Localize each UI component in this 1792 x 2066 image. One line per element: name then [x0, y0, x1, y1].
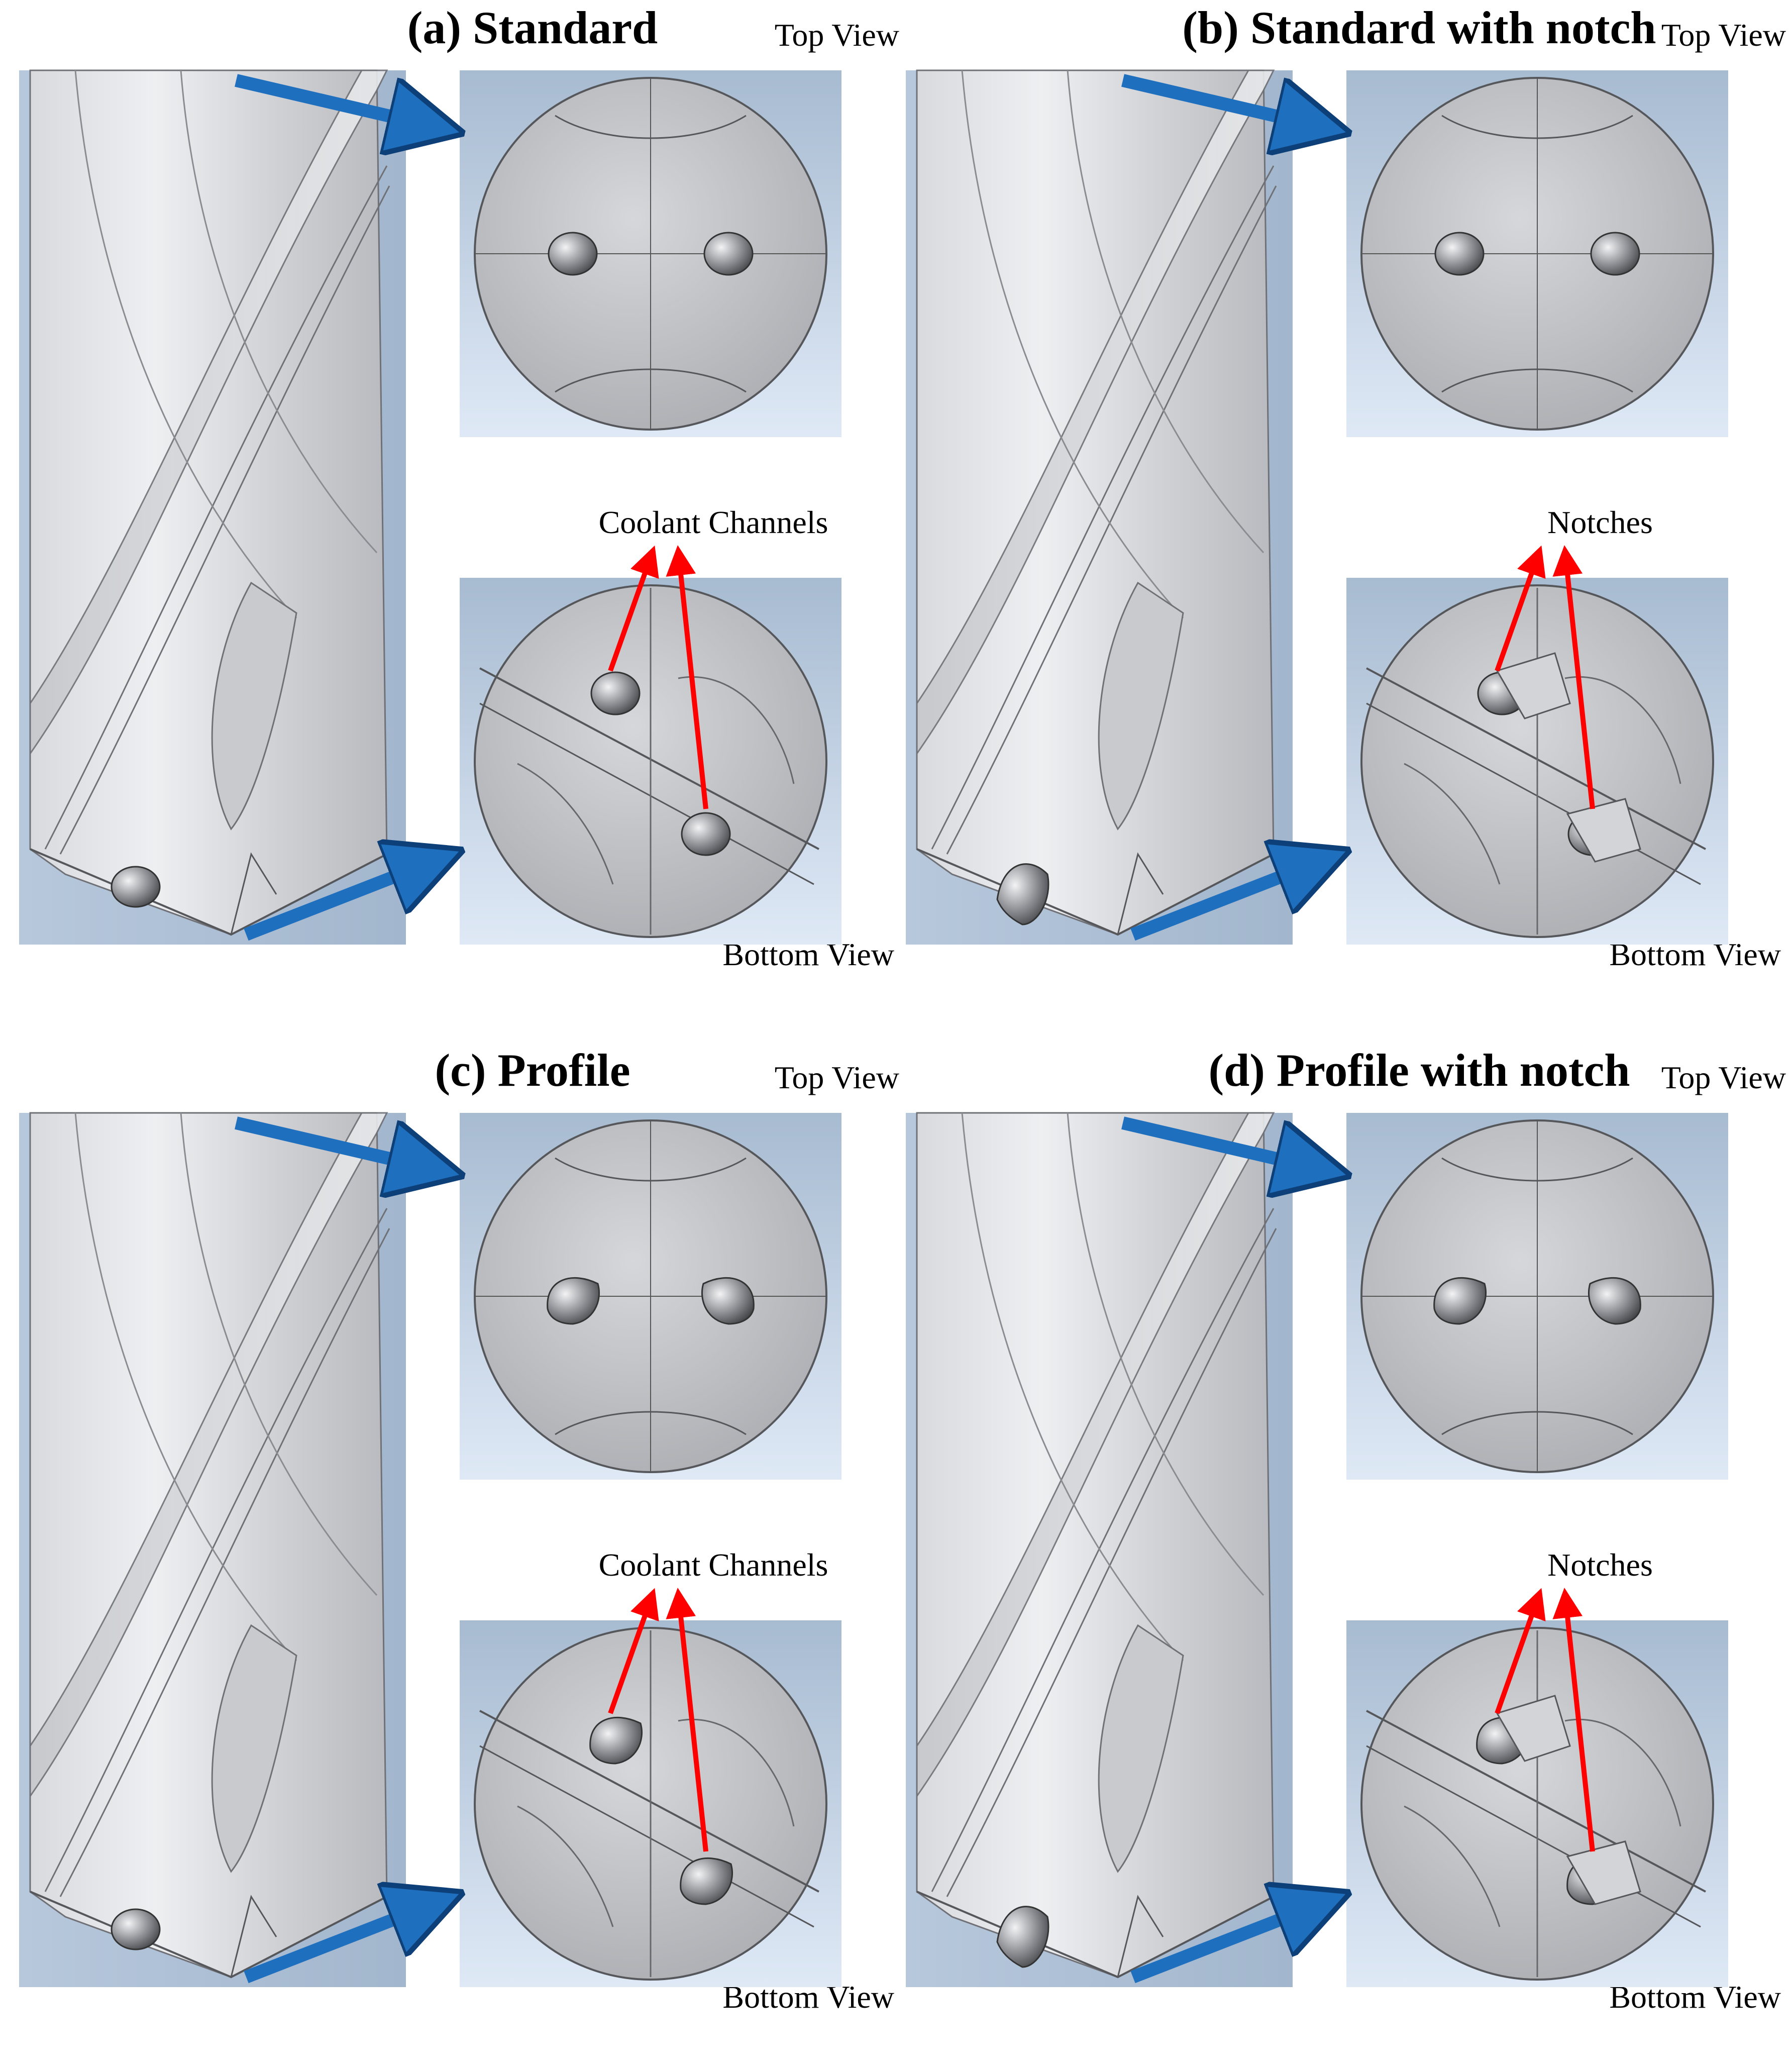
top-view-channels [1433, 1277, 1641, 1325]
drill-side-view [906, 1112, 1293, 1987]
red-callout-arrows [608, 545, 708, 809]
top-view-label: Top View [774, 1060, 899, 1095]
callout-label: Coolant Channels [598, 504, 828, 540]
panel-title: (a) Standard [407, 2, 658, 53]
callout-label: Notches [1547, 504, 1653, 540]
drill-illustration [906, 69, 1728, 945]
bottom-view [460, 578, 841, 945]
top-view-label: Top View [1661, 17, 1786, 53]
top-view [460, 70, 841, 437]
top-view-channels [547, 1277, 755, 1325]
bottom-view-channels [589, 1716, 733, 1905]
top-view-channels [1434, 232, 1640, 276]
bottom-view [1346, 578, 1728, 945]
bottom-feature [111, 1908, 161, 1950]
red-callout-arrows [608, 1588, 708, 1852]
bottom-view [1346, 1620, 1728, 1987]
bottom-view [460, 1620, 841, 1987]
top-view [1346, 70, 1728, 437]
bottom-feature [111, 866, 161, 908]
panel-title: (d) Profile with notch [1208, 1045, 1630, 1096]
top-view [1346, 1113, 1728, 1480]
top-view-label: Top View [774, 17, 899, 53]
panel-d: (d) Profile with notch Top View Notches … [902, 1043, 1786, 2062]
panel-a: (a) Standard Top View Coolant Channels B… [15, 0, 899, 1020]
panel-title: (c) Profile [435, 1045, 630, 1096]
bottom-feature [996, 1906, 1049, 1968]
bottom-view-notches [1496, 1695, 1641, 1905]
callout-label: Coolant Channels [598, 1547, 828, 1583]
drill-side-view [906, 69, 1293, 945]
panel-b: (b) Standard with notch Top View Notches… [902, 0, 1786, 1020]
drill-side-view [19, 69, 406, 945]
red-callout-arrows [1495, 1588, 1595, 1852]
callout-label: Notches [1547, 1547, 1653, 1583]
panel-c: (c) Profile Top View Coolant Channels Bo… [15, 1043, 899, 2062]
top-view-label: Top View [1661, 1060, 1786, 1095]
bottom-feature [996, 863, 1049, 925]
blue-arrows [235, 1116, 452, 1984]
blue-arrows [235, 74, 452, 941]
drill-illustration [19, 69, 841, 945]
drill-illustration [906, 1112, 1728, 1987]
top-view [460, 1113, 841, 1480]
blue-arrows [1121, 74, 1339, 941]
red-callout-arrows [1495, 545, 1595, 809]
drill-side-view [19, 1112, 406, 1987]
blue-arrows [1121, 1116, 1339, 1984]
bottom-view-notches [1496, 652, 1641, 863]
drill-illustration [19, 1112, 841, 1987]
bottom-view-channels [590, 671, 731, 856]
top-view-channels [548, 232, 754, 276]
panel-title: (b) Standard with notch [1182, 2, 1656, 53]
